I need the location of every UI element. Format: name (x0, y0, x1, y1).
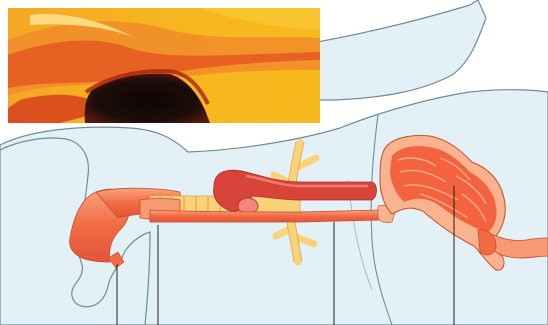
arm-outline (300, 0, 486, 100)
esophagus (150, 210, 382, 222)
endoscopic-inset (8, 8, 320, 123)
